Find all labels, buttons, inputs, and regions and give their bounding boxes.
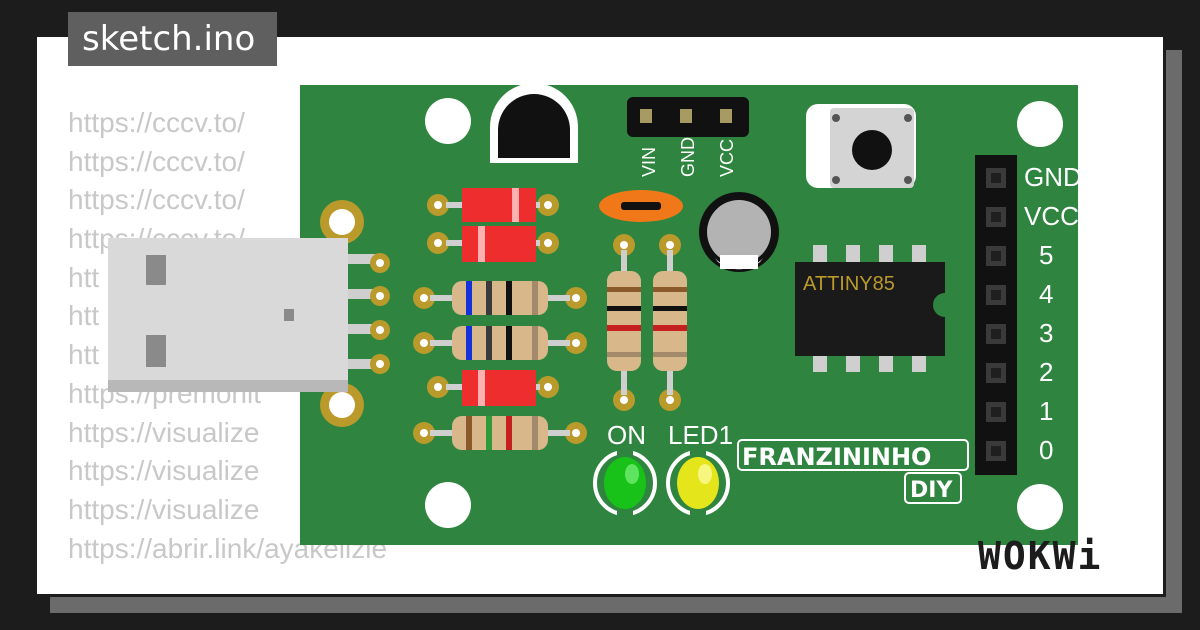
pin-label-vin: VIN: [639, 147, 659, 177]
led-label-on: ON: [607, 420, 646, 450]
usb-pins: [346, 253, 390, 374]
pin-header: [975, 155, 1017, 475]
resistor: [413, 281, 587, 315]
diode: [427, 370, 559, 406]
resistor-vertical: [607, 234, 641, 411]
link-item[interactable]: https://cccv.to/: [68, 145, 245, 177]
resistor-vertical: [653, 234, 687, 411]
led-label-led1: LED1: [668, 420, 733, 450]
link-item[interactable]: htt: [68, 339, 100, 371]
pin-label: 3: [1039, 318, 1053, 348]
link-item[interactable]: https://cccv.to/: [68, 184, 245, 216]
led-1: [666, 450, 730, 516]
reset-button[interactable]: [806, 104, 916, 188]
link-item[interactable]: https://visualize: [68, 493, 260, 525]
link-item[interactable]: https://cccv.to/: [68, 107, 245, 138]
electrolytic-capacitor: [699, 192, 779, 272]
pin-label: GND: [1024, 162, 1082, 192]
pin-label: 2: [1039, 357, 1053, 387]
mount-hole: [1017, 484, 1063, 530]
pin-label: 4: [1039, 279, 1053, 309]
pin-label: 5: [1039, 240, 1053, 270]
brand-sub: DIY: [910, 478, 953, 503]
pin-label-vcc: VCC: [717, 139, 737, 177]
link-list: https://cccv.to/ https://cccv.to/ https:…: [68, 104, 387, 568]
diode: [427, 226, 559, 262]
file-tab[interactable]: sketch.ino: [68, 12, 278, 66]
link-item[interactable]: https://visualize: [68, 455, 260, 487]
led-on: [593, 450, 657, 516]
brand-logo: [737, 439, 969, 504]
resistor: [413, 326, 587, 360]
link-item[interactable]: htt: [68, 300, 100, 332]
pin-label: VCC: [1024, 201, 1079, 231]
resistor: [413, 416, 587, 450]
transistor: [490, 83, 578, 163]
link-item[interactable]: https://visualize: [68, 416, 260, 448]
mount-hole: [425, 482, 471, 528]
pin-label-gnd: GND: [678, 137, 698, 177]
mount-hole: [1017, 101, 1063, 147]
chip-label: ATTINY85: [803, 273, 895, 295]
pin-label: 1: [1039, 396, 1053, 426]
wokwi-logo: WOKWi: [978, 534, 1103, 578]
power-header: [627, 97, 749, 137]
diode: [427, 188, 559, 222]
pin-label: 0: [1039, 435, 1053, 465]
mount-hole: [425, 98, 471, 144]
ceramic-capacitor: [599, 190, 683, 222]
attiny85-chip: [795, 245, 945, 372]
usb-connector[interactable]: [108, 238, 348, 392]
brand-name: FRANZININHO: [742, 443, 931, 471]
link-item[interactable]: htt: [68, 261, 100, 293]
